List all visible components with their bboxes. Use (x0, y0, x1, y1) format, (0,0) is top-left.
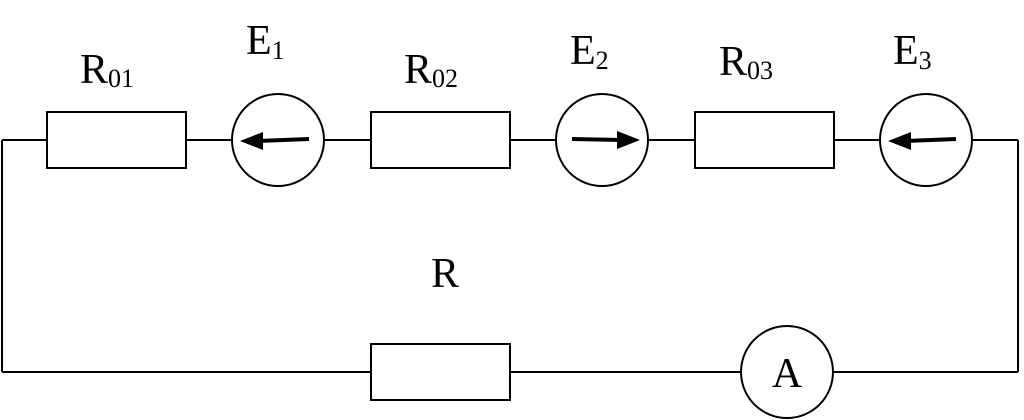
ammeter-circle (740, 325, 834, 419)
label-e3: E3 (893, 28, 932, 75)
label-r02-main: R (404, 47, 432, 93)
emf-source-e2 (555, 93, 649, 187)
label-e2-sub: 2 (596, 46, 609, 75)
emf-e1-arrow-head (240, 132, 263, 150)
label-r03: R03 (719, 39, 773, 85)
emf-e1-arrow-shaft (257, 137, 310, 143)
label-r01: R01 (80, 47, 134, 93)
emf-e3-arrow-shaft (905, 137, 957, 143)
resistor-r (370, 343, 511, 401)
label-r03-sub: 03 (747, 56, 773, 85)
resistor-r02 (370, 111, 511, 169)
label-r01-main: R (80, 47, 108, 93)
label-e2-main: E (570, 28, 596, 74)
emf-e2-arrow-shaft (571, 137, 623, 142)
ammeter-symbol: A (772, 351, 803, 397)
resistor-r01 (46, 111, 187, 169)
label-r-main: R (431, 251, 459, 297)
label-r02: R02 (404, 47, 458, 93)
resistor-r03 (694, 111, 835, 169)
label-e3-sub: 3 (919, 46, 932, 75)
label-r: R (431, 251, 459, 297)
label-e3-main: E (893, 28, 919, 74)
label-e1-sub: 1 (272, 36, 285, 65)
emf-e3-arrow-head (888, 132, 911, 150)
wires (1, 139, 1019, 373)
label-r01-sub: 01 (108, 64, 134, 93)
label-e1: E1 (246, 18, 285, 65)
emf-source-e3 (879, 93, 973, 187)
emf-source-e1 (231, 93, 325, 187)
label-r03-main: R (719, 39, 747, 85)
emf-e2-arrow-head (617, 131, 640, 149)
label-e2: E2 (570, 28, 609, 75)
label-e1-main: E (246, 18, 272, 64)
label-r02-sub: 02 (432, 64, 458, 93)
ammeter: A (740, 325, 834, 419)
